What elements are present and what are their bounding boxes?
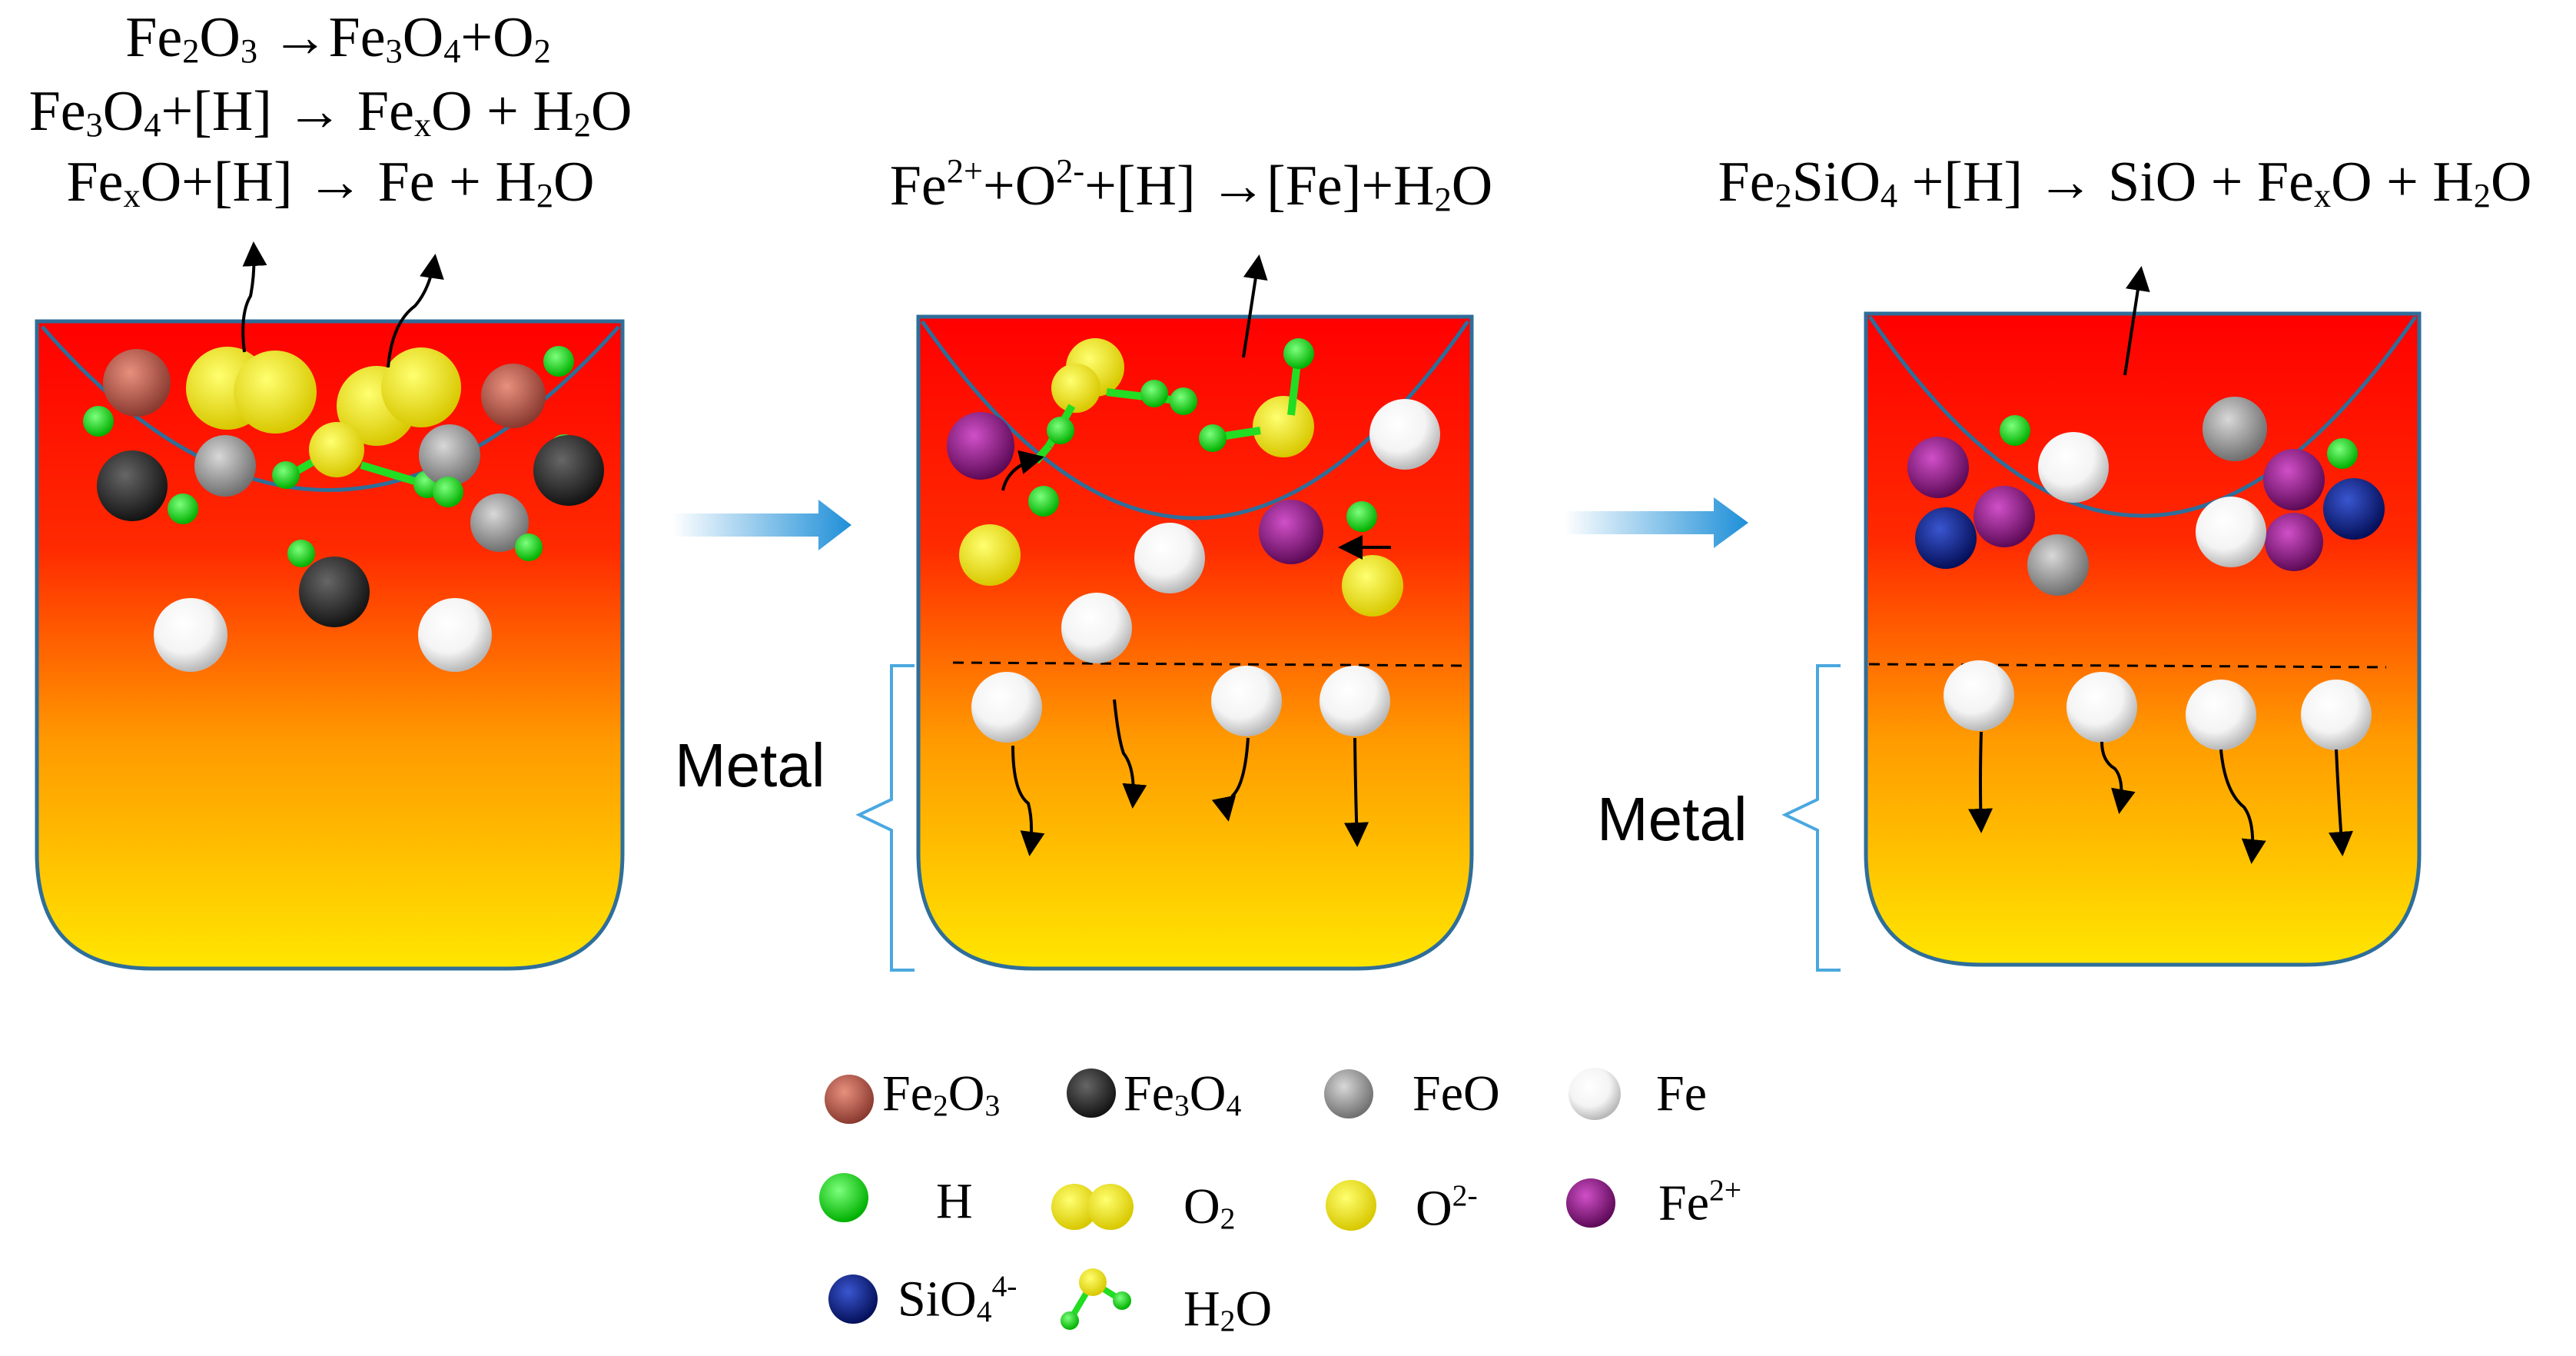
metal-brace-stage2 — [855, 664, 915, 972]
legend-sio4-label: SiO44- — [898, 1269, 1017, 1328]
legend-h2o-marker — [1061, 1268, 1131, 1330]
vessel-stage2 — [916, 314, 1474, 971]
process-arrow-1 — [672, 500, 851, 550]
metal-label-stage3: Metal — [1597, 785, 1748, 853]
process-arrow-2 — [1564, 497, 1748, 548]
legend-fe3o4-label: Fe3O4 — [1124, 1065, 1242, 1123]
legend-o2minus-label: O2- — [1416, 1178, 1478, 1237]
legend-h2o-label: H2O — [1183, 1281, 1273, 1338]
legend-fe2o3-label: Fe2O3 — [882, 1065, 1001, 1123]
legend-markers — [819, 1068, 1621, 1330]
vessel-stage1 — [35, 319, 625, 971]
legend-h-label: H — [936, 1173, 973, 1229]
legend-feo-marker — [1324, 1069, 1373, 1118]
legend-feo-label: FeO — [1412, 1065, 1500, 1122]
metal-interface-stage3 — [1868, 663, 2387, 669]
legend-fe2plus-marker — [1566, 1178, 1615, 1228]
legend-fe-label: Fe — [1656, 1065, 1707, 1122]
equation-stage1-line3: FexO+[H] → Fe + H2O — [66, 151, 595, 214]
legend-o2-marker — [1051, 1184, 1134, 1230]
legend-fe2plus-label: Fe2+ — [1658, 1173, 1742, 1231]
legend-o2minus-marker — [1326, 1180, 1376, 1231]
equation-stage3: Fe2SiO4 +[H] → SiO + FexO + H2O — [1718, 151, 2532, 214]
metal-interface-stage2 — [952, 661, 1469, 667]
legend-fe-marker — [1569, 1068, 1621, 1120]
stage2-particles — [947, 254, 1440, 856]
equation-stage2: Fe2++O2-+[H] →[Fe]+H2O — [889, 151, 1493, 218]
stage1-particles — [83, 241, 604, 672]
legend-fe3o4-marker — [1067, 1069, 1116, 1118]
vessel-stage3 — [1864, 311, 2422, 967]
equation-stage1-line2: Fe3O4+[H] → FexO + H2O — [28, 80, 632, 144]
stage3-particles — [1907, 266, 2385, 864]
slag-curve-stage3 — [1867, 315, 2418, 518]
legend-h-marker — [819, 1173, 868, 1222]
legend-sio4-marker — [828, 1275, 878, 1324]
legend-o2-label: O2 — [1183, 1178, 1236, 1236]
legend-fe2o3-marker — [825, 1075, 874, 1124]
metal-brace-stage3 — [1781, 664, 1841, 972]
metal-label-stage2: Metal — [675, 731, 825, 799]
equation-stage1-line1: Fe2O3 →Fe3O4+O2 — [125, 6, 551, 70]
